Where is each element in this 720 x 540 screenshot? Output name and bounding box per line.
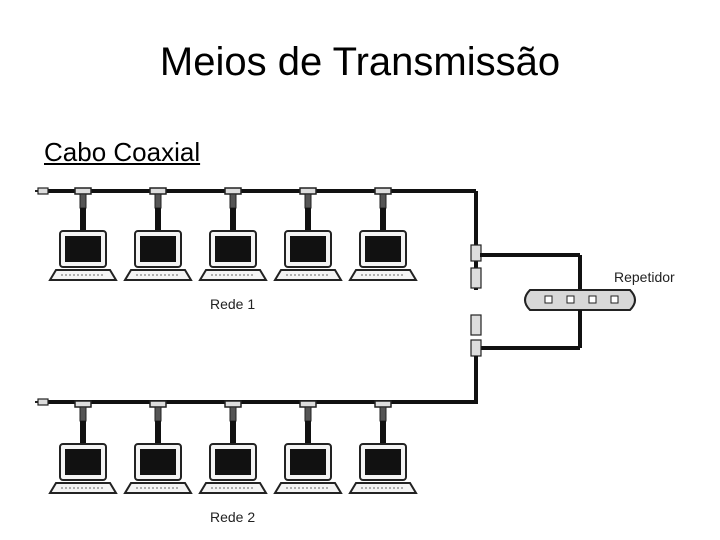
- repeater-icon: [524, 289, 636, 311]
- terminator-icon: [34, 187, 49, 195]
- slide-subtitle: Cabo Coaxial: [44, 137, 201, 167]
- computer-icon: [349, 187, 417, 281]
- computer-icon: [274, 187, 342, 281]
- computer-icon: [274, 400, 342, 494]
- slide-title: Meios de Transmissão: [159, 40, 561, 84]
- repeater-label: Repetidor: [614, 269, 675, 285]
- network-2-label: Rede 2: [210, 509, 255, 525]
- computer-icon: [349, 400, 417, 494]
- computer-icon: [124, 187, 192, 281]
- computer-icon: [49, 400, 117, 494]
- network-2: Rede 2: [34, 310, 582, 525]
- computer-icon: [49, 187, 117, 281]
- network-1: Rede 1: [34, 187, 582, 312]
- network-1-label: Rede 1: [210, 296, 255, 312]
- terminator-icon: [34, 398, 49, 406]
- computer-icon: [199, 187, 267, 281]
- computer-icon: [124, 400, 192, 494]
- computer-icon: [199, 400, 267, 494]
